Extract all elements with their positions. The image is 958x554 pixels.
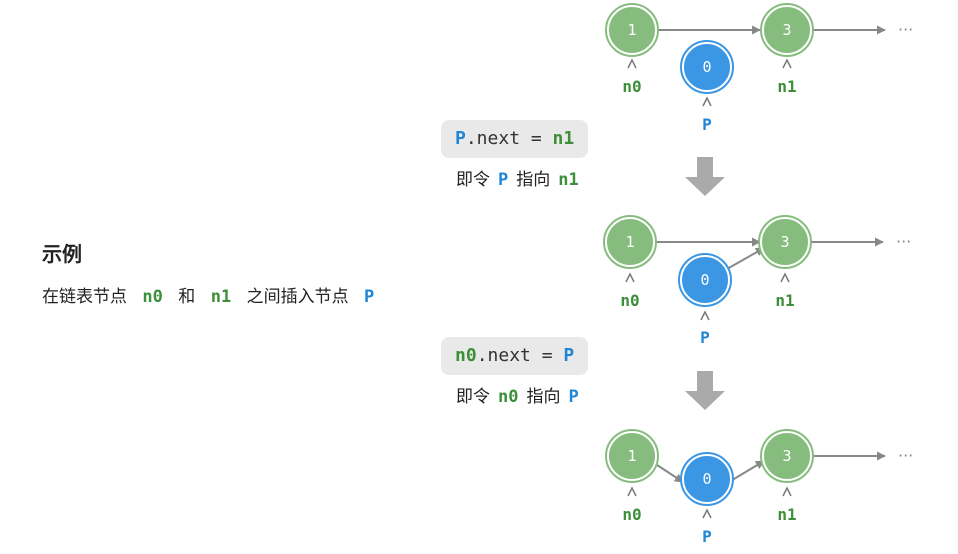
step2-code-op: .next = <box>476 345 564 366</box>
example-title: 示例 <box>42 242 82 266</box>
edge-0-to-3 <box>726 247 765 270</box>
step2-code-lhs: n0 <box>455 345 477 366</box>
pointer-caret-n0 <box>627 58 637 69</box>
stage-1: ··· 1 3 0 n0 n1 P <box>605 3 913 134</box>
ellipsis: ··· <box>898 20 913 39</box>
step2-caption: 即令 n0 指向 P <box>456 382 587 407</box>
step2-code: n0.next = P <box>441 337 589 375</box>
label-n1: n1 <box>777 505 796 524</box>
desc-p: P <box>364 287 375 307</box>
node-1: 1 <box>605 3 659 57</box>
node-0: 0 <box>680 452 734 506</box>
label-p: P <box>700 328 710 347</box>
step1-code-rhs: n1 <box>552 128 575 149</box>
step1-code-lhs: P <box>455 128 466 149</box>
node-0-value: 0 <box>700 271 709 289</box>
step2-cap-a: n0 <box>498 387 519 407</box>
label-p: P <box>702 115 712 134</box>
desc-mid: 之间插入节点 <box>246 287 349 307</box>
node-3: 3 <box>760 429 814 483</box>
node-0-value: 0 <box>702 470 711 488</box>
stage-2: ··· 1 3 0 n0 n1 P <box>603 215 911 347</box>
node-0-value: 0 <box>702 58 711 76</box>
edge-0-to-3 <box>728 460 765 483</box>
step1-cap-mid: 指向 <box>516 170 551 190</box>
node-3-value: 3 <box>782 447 791 465</box>
pointer-caret-n1 <box>782 58 792 69</box>
step2-cap-mid: 指向 <box>526 387 561 407</box>
node-3: 3 <box>760 3 814 57</box>
stage-down-arrow-1 <box>685 157 725 196</box>
step1-cap-a: P <box>498 170 509 190</box>
pointer-caret-n0 <box>627 486 637 497</box>
node-1-value: 1 <box>625 233 634 251</box>
node-3-value: 3 <box>780 233 789 251</box>
label-p: P <box>702 527 712 546</box>
desc-pre: 在链表节点 <box>42 287 127 307</box>
node-1: 1 <box>605 429 659 483</box>
step2-cap-b: P <box>568 387 579 407</box>
pointer-caret-n0 <box>625 272 635 283</box>
node-1: 1 <box>603 215 657 269</box>
desc-n0: n0 <box>142 287 163 307</box>
step1-caption: 即令 P 指向 n1 <box>456 165 587 190</box>
pointer-caret-n1 <box>782 486 792 497</box>
desc-and: 和 <box>178 287 196 307</box>
step1-cap-b: n1 <box>558 170 579 190</box>
node-3: 3 <box>758 215 812 269</box>
pointer-caret-p <box>700 310 710 321</box>
node-0: 0 <box>678 253 732 307</box>
node-0: 0 <box>680 40 734 94</box>
node-3-value: 3 <box>782 21 791 39</box>
step2-code-rhs: P <box>563 345 575 366</box>
ellipsis: ··· <box>896 232 911 251</box>
label-n1: n1 <box>777 77 796 96</box>
ellipsis: ··· <box>898 446 913 465</box>
node-1-value: 1 <box>627 447 636 465</box>
label-n1: n1 <box>775 291 794 310</box>
step2-cap-pre: 即令 <box>456 387 490 407</box>
label-n0: n0 <box>622 77 641 96</box>
label-n0: n0 <box>620 291 639 310</box>
step1-code: P.next = n1 <box>441 120 589 158</box>
stage-down-arrow-2 <box>685 371 725 410</box>
label-n0: n0 <box>622 505 641 524</box>
node-1-value: 1 <box>627 21 636 39</box>
edge-1-to-0 <box>653 462 684 483</box>
pointer-caret-p <box>702 96 712 107</box>
step1-code-op: .next = <box>465 128 553 149</box>
step1-cap-pre: 即令 <box>456 170 490 190</box>
desc-n1: n1 <box>210 287 232 307</box>
pointer-caret-n1 <box>780 272 790 283</box>
stage-3: ··· 1 3 0 n0 n1 P <box>605 429 913 546</box>
example-description: 在链表节点 n0 和 n1 之间插入节点 P <box>42 282 374 307</box>
pointer-caret-p <box>702 508 712 519</box>
